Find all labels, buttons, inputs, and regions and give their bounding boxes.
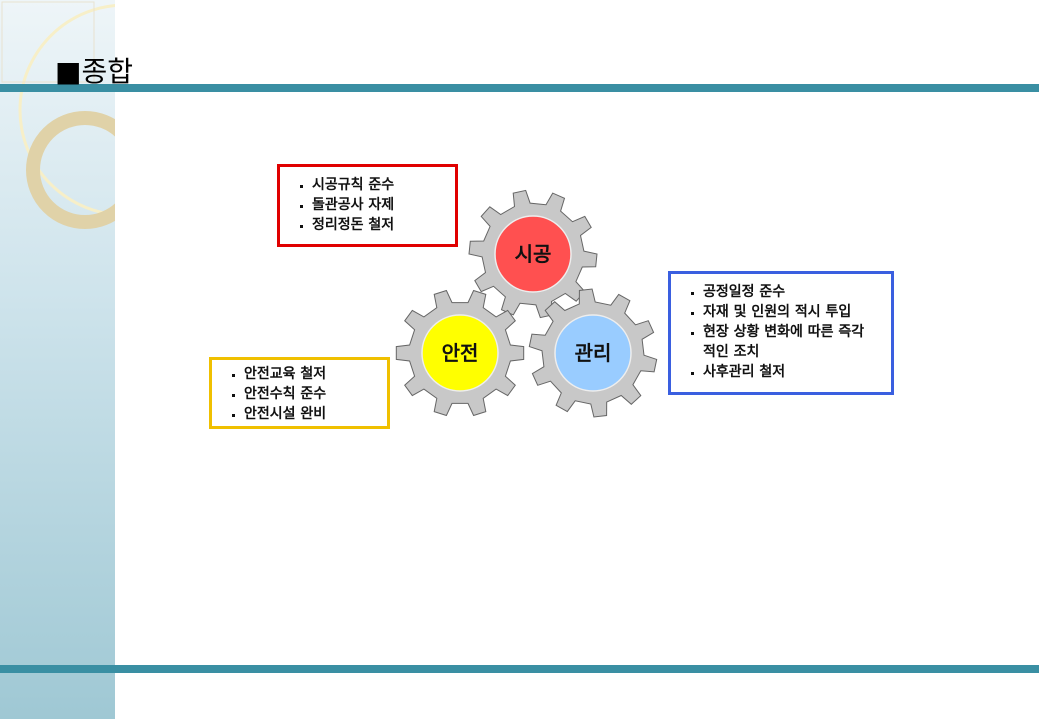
list-item: 안전교육 철저 — [244, 364, 375, 384]
list-item: 사후관리 철저 — [703, 362, 879, 382]
management-box: 공정일정 준수 자재 및 인원의 적시 투입 현장 상황 변화에 따른 즉각적인… — [668, 271, 894, 395]
list-item: 현장 상황 변화에 따른 즉각적인 조치 — [703, 322, 868, 362]
safety-box: 안전교육 철저 안전수칙 준수 안전시설 완비 — [209, 357, 390, 429]
list-item: 돌관공사 자제 — [312, 195, 443, 215]
gear-center — [494, 215, 572, 293]
gear-2: 관리 — [528, 288, 658, 418]
gear-0: 시공 — [468, 189, 598, 319]
list-item: 공정일정 준수 — [703, 282, 879, 302]
gear-center — [421, 314, 499, 392]
list-item: 안전시설 완비 — [244, 404, 375, 424]
construction-box: 시공규칙 준수 돌관공사 자제 정리정돈 철저 — [277, 164, 458, 247]
gear-center — [554, 314, 632, 392]
list-item: 정리정돈 철저 — [312, 215, 443, 235]
list-item: 시공규칙 준수 — [312, 175, 443, 195]
footer-band — [0, 665, 1039, 673]
gear-label: 안전 — [442, 341, 479, 365]
page-title: ■종합 — [55, 55, 133, 88]
gear-label: 시공 — [515, 242, 552, 266]
list-item: 안전수칙 준수 — [244, 384, 375, 404]
header-band — [0, 84, 1039, 92]
decorative-sidebar — [0, 0, 232, 719]
gear-1: 안전 — [395, 289, 525, 417]
gear-label: 관리 — [575, 341, 612, 365]
list-item: 자재 및 인원의 적시 투입 — [703, 302, 879, 322]
